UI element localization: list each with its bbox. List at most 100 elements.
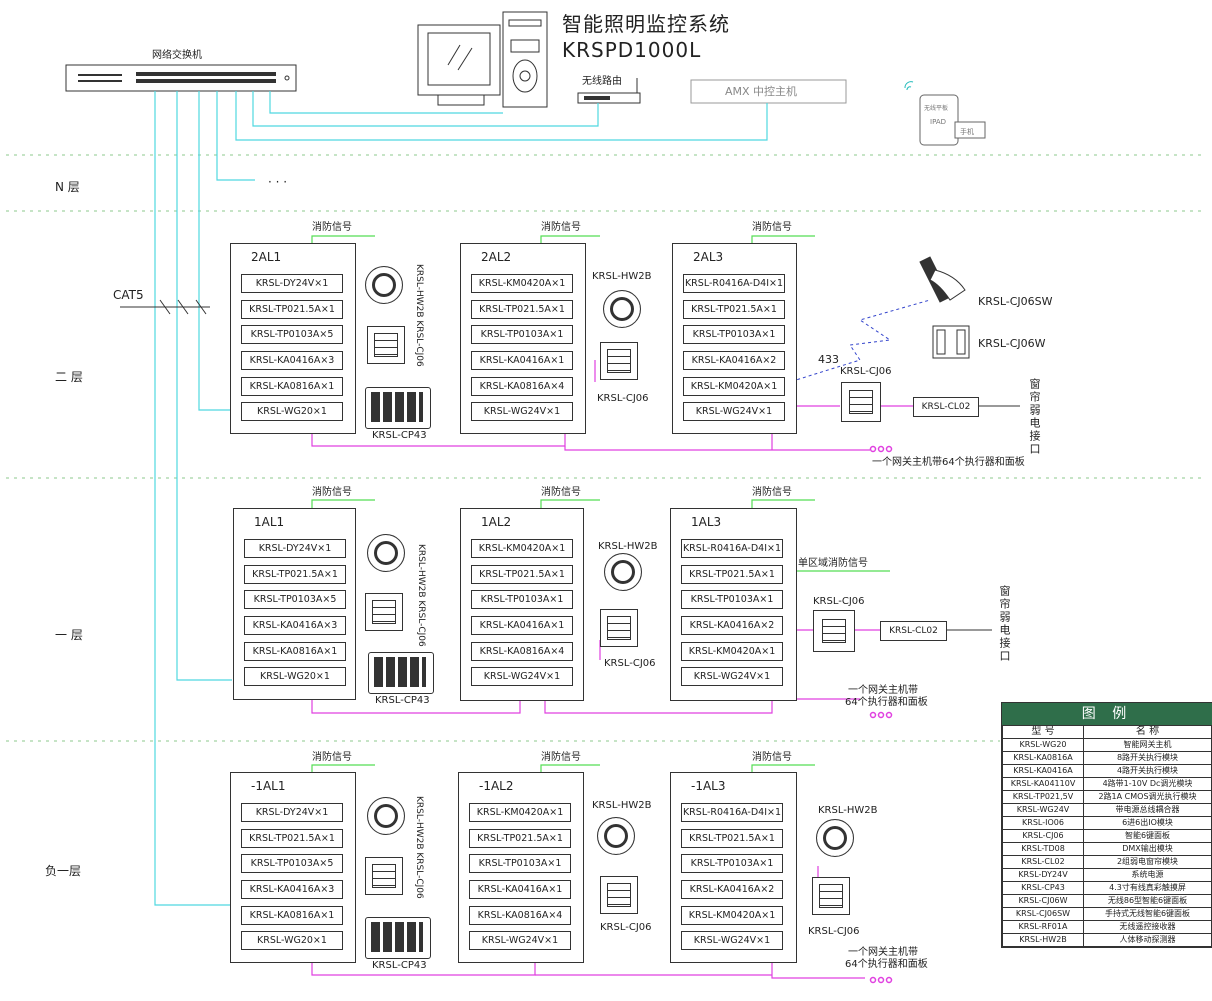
amx-label: AMX 中控主机 xyxy=(725,85,798,98)
cabinet-module: KRSL-TP0103A×5 xyxy=(244,590,346,609)
cl02-label: KRSL-CL02 xyxy=(889,626,938,636)
bus-lines xyxy=(311,360,913,979)
motion-sensor-icon xyxy=(367,534,405,572)
cabinet-module: KRSL-TP0103A×1 xyxy=(469,854,571,873)
cabinet-module: KRSL-TP021.5A×1 xyxy=(471,565,573,584)
cabinet-module: KRSL-WG24V×1 xyxy=(683,402,785,421)
cabinet-module: KRSL-WG20×1 xyxy=(241,931,343,950)
gateway-note-line1: 一个网关主机带 xyxy=(848,685,918,696)
cabinet-module: KRSL-KA0416A×2 xyxy=(681,616,783,635)
legend-name: 无线遥控接收器 xyxy=(1083,920,1212,934)
cabinet-name: -1AL1 xyxy=(251,779,286,793)
cabinet-module: KRSL-KA0416A×1 xyxy=(469,880,571,899)
cabinet-module: KRSL-KA0416A×2 xyxy=(683,351,785,370)
legend-model: KRSL-IO06 xyxy=(1002,816,1084,830)
cabinet-module: KRSL-KM0420A×1 xyxy=(681,642,783,661)
cabinet-module: KRSL-R0416A-D4I×1 xyxy=(681,539,783,558)
system-title: 智能照明监控系统 xyxy=(562,12,730,36)
legend-model: KRSL-CP43 xyxy=(1002,881,1084,895)
switch-label: 网络交换机 xyxy=(152,50,202,61)
cabinet-module: KRSL-KA0416A×3 xyxy=(241,880,343,899)
hw2b-cj06-vertical-label: KRSL-HW2B KRSL-CJ06 xyxy=(414,264,424,367)
cabinet-name: 2AL3 xyxy=(693,250,724,264)
gateway-note-line2: 64个执行器和面板 xyxy=(845,959,928,970)
tablet-label: 无线平板 xyxy=(924,105,949,112)
fire-signal-label: 消防信号 xyxy=(312,752,352,763)
cl02-label: KRSL-CL02 xyxy=(921,402,971,412)
cabinet-module: KRSL-KA0816A×4 xyxy=(471,642,573,661)
cabinet-module: KRSL-TP0103A×1 xyxy=(471,325,573,344)
cabinet-name: 1AL1 xyxy=(254,515,285,529)
cabinet-module: KRSL-KA0416A×3 xyxy=(244,616,346,635)
phone-label: 手机 xyxy=(960,128,974,136)
legend-model: KRSL-TD08 xyxy=(1002,842,1084,856)
cabinet-name: -1AL3 xyxy=(691,779,726,793)
legend-name: 2路1A CMOS调光执行模块 xyxy=(1083,790,1212,804)
six-key-panel-icon xyxy=(365,593,403,631)
legend-name: 人体移动探测器 xyxy=(1083,933,1212,947)
wall-panel-icon xyxy=(932,325,970,359)
cabinet-name: 1AL2 xyxy=(481,515,512,529)
six-key-panel-icon xyxy=(841,382,881,422)
legend-name: 智能网关主机 xyxy=(1083,738,1212,752)
cat5-label: CAT5 xyxy=(113,288,144,302)
floor-separators xyxy=(6,154,1206,742)
cabinet-module: KRSL-TP021.5A×1 xyxy=(471,300,573,319)
gateway-note-line2: 64个执行器和面板 xyxy=(845,697,928,708)
bus-dots xyxy=(869,445,893,984)
cabinet-module: KRSL-WG24V×1 xyxy=(681,667,783,686)
legend-name: 4.3寸有线真彩触摸屏 xyxy=(1083,881,1212,895)
cabinet-module: KRSL-TP021.5A×1 xyxy=(244,565,346,584)
cj06-label: KRSL-CJ06 xyxy=(604,658,656,669)
cabinet-module: KRSL-DY24V×1 xyxy=(241,274,343,293)
six-key-panel-icon xyxy=(812,877,850,915)
fire-signal-label: 消防信号 xyxy=(752,487,792,498)
legend-model: KRSL-CJ06SW xyxy=(1002,907,1084,921)
cabinet-module: KRSL-DY24V×1 xyxy=(244,539,346,558)
motion-sensor-icon xyxy=(597,817,635,855)
legend-name: 4路带1-10V Dc调光模块 xyxy=(1083,777,1212,791)
cj06-label: KRSL-CJ06 xyxy=(808,926,860,937)
legend-model: KRSL-HW2B xyxy=(1002,933,1084,947)
cabinet-module: KRSL-WG24V×1 xyxy=(469,931,571,950)
legend-name: 8路开关执行模块 xyxy=(1083,751,1212,765)
hw2b-cj06-vertical-label: KRSL-HW2B KRSL-CJ06 xyxy=(414,796,424,899)
floor-label-2: 二 层 xyxy=(55,370,83,384)
single-zone-fire-label: 单区域消防信号 xyxy=(798,558,868,569)
legend-model: KRSL-KA0816A xyxy=(1002,751,1084,765)
legend-col-name: 名 称 xyxy=(1083,725,1212,739)
touchscreen-icon xyxy=(365,387,431,429)
legend-model: KRSL-CJ06 xyxy=(1002,829,1084,843)
tablet-icon xyxy=(904,81,986,146)
motion-sensor-icon xyxy=(603,290,641,328)
cp43-label: KRSL-CP43 xyxy=(372,960,427,971)
cabinet-module: KRSL-TP0103A×1 xyxy=(681,590,783,609)
router-label: 无线路由 xyxy=(582,76,622,87)
hw2b-cj06-vertical-label: KRSL-HW2B KRSL-CJ06 xyxy=(416,544,426,647)
gateway-note-line1: 一个网关主机带 xyxy=(848,947,918,958)
cabinet-name: -1AL2 xyxy=(479,779,514,793)
legend-model: KRSL-WG20 xyxy=(1002,738,1084,752)
cabinet-module: KRSL-KM0420A×1 xyxy=(683,377,785,396)
cabinet-module: KRSL-TP0103A×1 xyxy=(471,590,573,609)
cj06-label: KRSL-CJ06 xyxy=(597,393,649,404)
cabinet-module: KRSL-TP021.5A×1 xyxy=(681,565,783,584)
legend-model: KRSL-DY24V xyxy=(1002,868,1084,882)
system-model: KRSPD1000L xyxy=(562,38,702,62)
cabinet-module: KRSL-WG20×1 xyxy=(241,402,343,421)
fire-signal-label: 消防信号 xyxy=(312,222,352,233)
fire-signal-lines xyxy=(311,235,890,772)
